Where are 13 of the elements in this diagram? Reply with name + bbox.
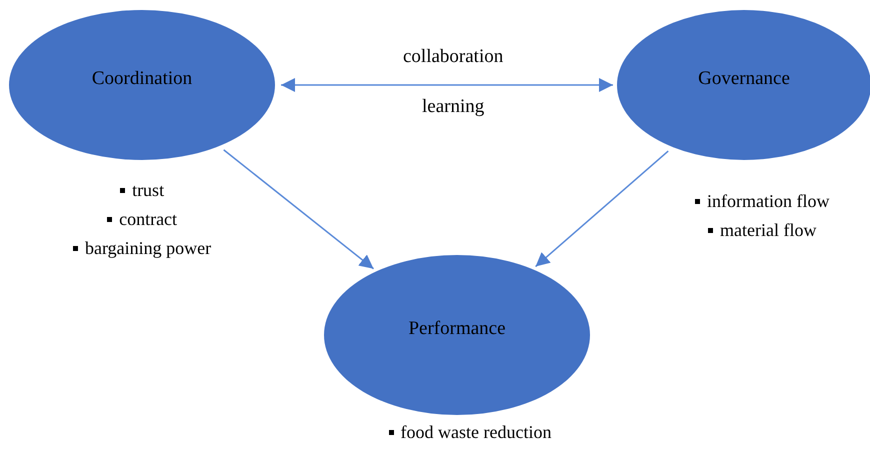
bullet-text: material flow <box>720 219 816 242</box>
node-label: Governance <box>698 68 790 90</box>
node-label: Performance <box>408 318 506 340</box>
arrow <box>281 78 613 92</box>
bullet-text: trust <box>132 179 164 202</box>
note-text: learning <box>420 96 486 118</box>
bullet-text: food waste reduction <box>400 421 552 444</box>
bullet-text: bargaining power <box>85 237 212 260</box>
node-label: Coordination <box>92 68 192 90</box>
arrow <box>223 149 374 270</box>
bullet-text: contract <box>119 208 178 231</box>
bullet-text: information flow <box>707 190 830 213</box>
arrow <box>535 150 669 268</box>
